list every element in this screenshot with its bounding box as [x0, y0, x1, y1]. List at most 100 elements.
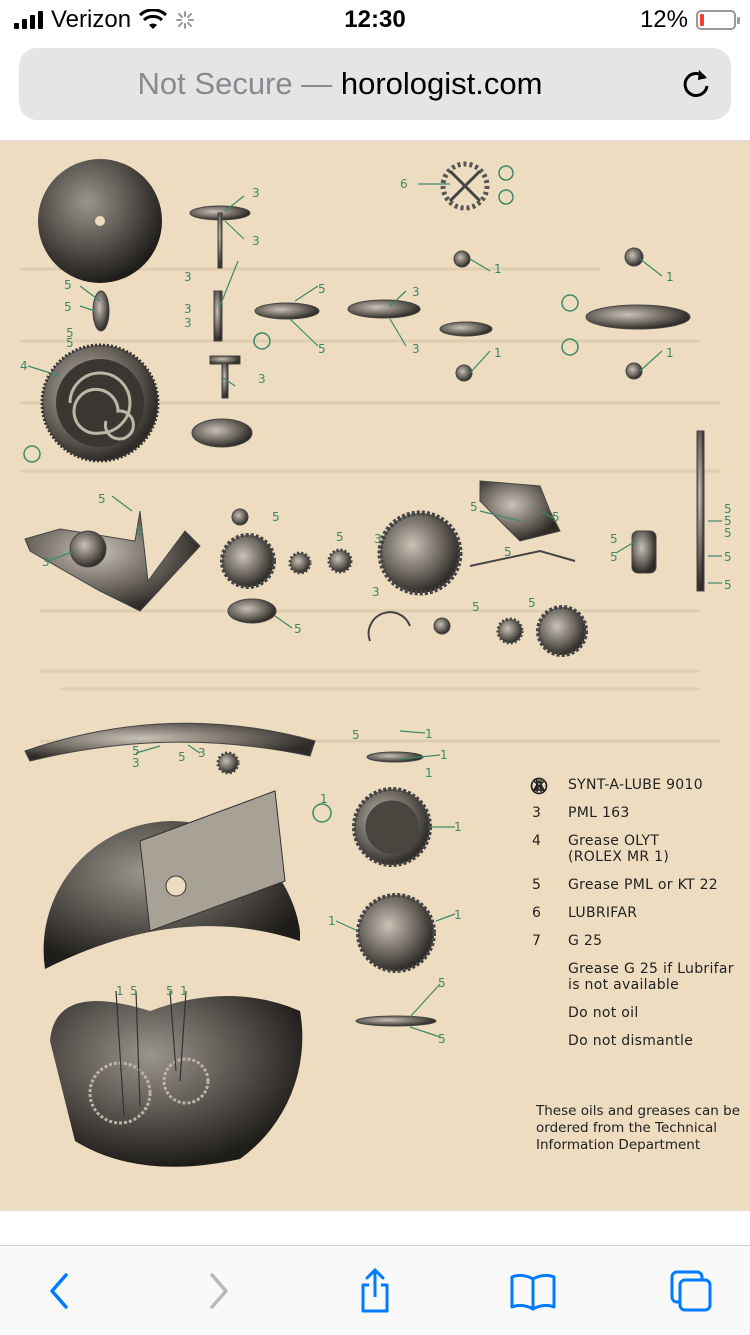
- callout-number: 1: [425, 766, 433, 780]
- reverser-wheel-part: [356, 893, 436, 973]
- callout-number: 1: [494, 262, 502, 276]
- grease-g25-marker-icon: [498, 189, 514, 205]
- do-not-oil-marker-icon: [23, 445, 41, 463]
- carrier-name: Verizon: [51, 6, 132, 33]
- callout-number: 5: [610, 532, 618, 546]
- legend-text: Grease G 25 if Lubrifar is not available: [568, 961, 734, 993]
- callout-number: 3: [372, 585, 380, 599]
- legend-number: 7: [532, 933, 541, 949]
- callout-number: 3: [252, 234, 260, 248]
- tabs-icon[interactable]: [668, 1268, 714, 1314]
- escape-wheel-part: [440, 161, 490, 211]
- callout-number: 1: [666, 270, 674, 284]
- callout-number: 1: [320, 792, 328, 806]
- battery-icon: [696, 10, 740, 30]
- share-icon[interactable]: [355, 1267, 395, 1315]
- movement-bottom-part: [50, 996, 303, 1167]
- do-not-oil-marker-icon: [561, 294, 579, 312]
- wheel-part: [439, 321, 493, 337]
- clock: 12:30: [344, 6, 406, 33]
- callout-number: 5: [294, 622, 302, 636]
- legend-number: 3: [532, 805, 541, 821]
- callout-number: 1: [440, 748, 448, 762]
- callout-number: 5: [178, 750, 186, 764]
- callout-number: 3: [252, 186, 260, 200]
- legend-number: 4: [532, 833, 541, 849]
- callout-number: 5: [98, 492, 106, 506]
- grease-g25-marker-icon: [498, 165, 514, 181]
- reload-icon[interactable]: [679, 66, 713, 100]
- callout-number: 3: [198, 746, 206, 760]
- callout-number: 5: [724, 550, 732, 564]
- share-button[interactable]: [350, 1266, 400, 1316]
- security-label: Not Secure —: [137, 66, 341, 101]
- back-button[interactable]: [34, 1266, 84, 1316]
- legend-text: SYNT-A-LUBE 9010: [568, 777, 703, 793]
- callout-number: 5: [528, 596, 536, 610]
- callout-number: 5: [130, 984, 138, 998]
- callout-number: 3: [184, 302, 192, 316]
- legend-number: 6: [532, 905, 541, 921]
- signal-icon: [14, 11, 43, 29]
- ratchet-wheel-part: [377, 510, 463, 596]
- forward-button[interactable]: [194, 1266, 244, 1316]
- spring-part: [479, 480, 561, 542]
- callout-number: 1: [494, 346, 502, 360]
- callout-labels-upper: 6 3 3 1 5 5 5 5 3 3 3 5 5 3 3 1 1 1 4 3 …: [20, 177, 732, 636]
- callout-number: 3: [412, 285, 420, 299]
- legend-item: Grease G 25 if Lubrifar is not available: [530, 777, 745, 993]
- ordering-note: These oils and greases can be ordered fr…: [536, 1103, 740, 1153]
- callout-number: 5: [66, 326, 74, 340]
- wheel-part: [220, 533, 276, 589]
- address-bar[interactable]: Not Secure — horologist.com: [19, 48, 731, 120]
- battery-percent: 12%: [639, 6, 688, 33]
- callout-number: 3: [132, 756, 140, 770]
- carrier-group: Verizon: [14, 6, 195, 34]
- document-page: 6 3 3 1 5 5 5 5 3 3 3 5 5 3 3 1 1 1 4 3 …: [0, 140, 750, 1211]
- callout-number: 3: [184, 316, 192, 330]
- callout-number: 5: [724, 526, 732, 540]
- bookmarks-button[interactable]: [508, 1266, 558, 1316]
- legend-number: 5: [532, 877, 541, 893]
- callout-number: 6: [400, 177, 408, 191]
- callout-number: 5: [438, 1032, 446, 1046]
- callout-number: 1: [454, 908, 462, 922]
- tabs-button[interactable]: [666, 1266, 716, 1316]
- legend-text: Do not oil: [568, 1005, 639, 1021]
- legend-text: G 25: [568, 933, 603, 949]
- callout-number: 3: [258, 372, 266, 386]
- legend-text: Do not dismantle: [568, 1033, 694, 1049]
- callout-number: 5: [724, 514, 732, 528]
- back-icon[interactable]: [46, 1271, 72, 1311]
- callout-number: 3: [42, 555, 50, 569]
- callout-number: 1: [328, 914, 336, 928]
- legend-item: Do not oil: [530, 777, 745, 1021]
- callout-number: 5: [610, 550, 618, 564]
- bookmarks-icon[interactable]: [508, 1271, 558, 1311]
- callout-number: 5: [470, 500, 478, 514]
- callout-number: 1: [425, 727, 433, 741]
- callout-number: 5: [724, 502, 732, 516]
- battery-group: 12%: [639, 6, 740, 34]
- callout-number: 5: [438, 976, 446, 990]
- browser-toolbar: [0, 1245, 750, 1335]
- legend-text: PML 163: [568, 805, 630, 821]
- legend-item: 7 G 25: [530, 933, 745, 949]
- activity-spinner-icon: [176, 11, 195, 29]
- legend-item: 3 PML 163: [530, 805, 745, 821]
- forward-icon[interactable]: [206, 1271, 232, 1311]
- do-not-dismantle-icon: [530, 777, 548, 795]
- legend-text: LUBRIFAR: [568, 905, 638, 921]
- balance-wheel-part: [585, 304, 691, 330]
- callout-number: 1: [454, 820, 462, 834]
- callout-number: 5: [64, 278, 72, 292]
- callout-labels-lower: 1 1 1 5 3 5 3 1 1 1 1 5 5 1 5 5 1 5: [116, 727, 462, 1046]
- legend-text: Grease PML or KT 22: [568, 877, 718, 893]
- url-display[interactable]: Not Secure — horologist.com: [19, 66, 661, 102]
- callout-number: 5: [318, 282, 326, 296]
- do-not-oil-marker-icon: [561, 338, 579, 356]
- callout-number: 5: [352, 728, 360, 742]
- callout-number: 5: [552, 510, 560, 524]
- callout-number: 5: [136, 524, 144, 538]
- callout-number: 5: [66, 336, 74, 350]
